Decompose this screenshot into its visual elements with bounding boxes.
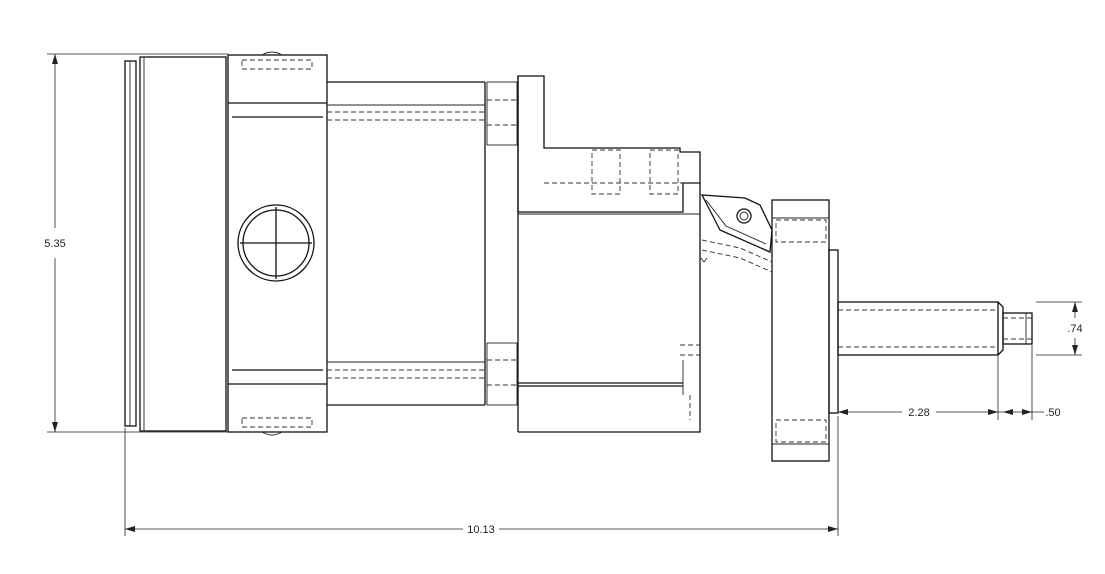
dimension-overall-length: 10.13: [124, 416, 839, 536]
dimension-overall-height: 5.35: [44, 53, 228, 433]
adapter-tube: [327, 81, 518, 406]
dimension-shaft-diameter: .74: [1036, 301, 1083, 356]
shaft-tip-length-label: .50: [1045, 407, 1060, 419]
crosshair-icon: [237, 204, 315, 282]
output-flange: [771, 199, 839, 462]
clamp-lever: [700, 194, 773, 273]
overall-height-label: 5.35: [44, 238, 65, 250]
shaft-diameter-label: .74: [1067, 323, 1082, 335]
output-shaft: [837, 301, 1033, 356]
dimension-shaft-length: 2.28: [838, 356, 999, 420]
end-cap: [124, 56, 227, 432]
shaft-length-label: 2.28: [908, 407, 929, 419]
overall-length-label: 10.13: [467, 524, 495, 536]
dimension-shaft-tip: .50: [998, 345, 1061, 420]
gearbox-housing: [517, 75, 701, 433]
motor-housing: [227, 51, 328, 436]
